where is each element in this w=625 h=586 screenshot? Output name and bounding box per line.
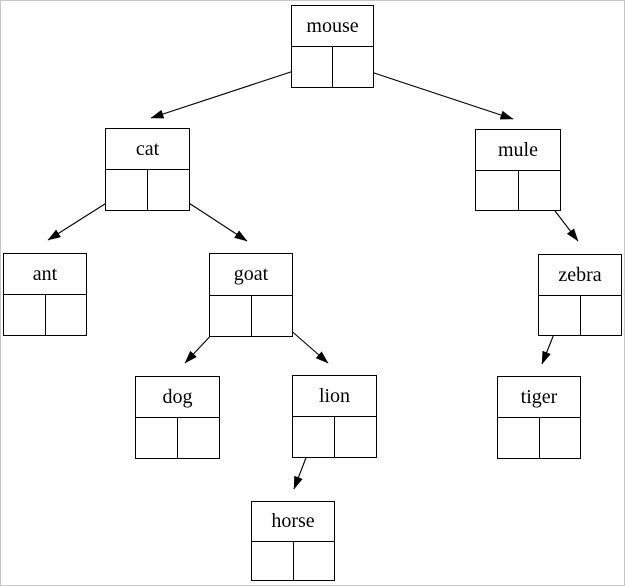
pointer-cells	[136, 418, 219, 458]
pointer-cells	[210, 295, 293, 337]
pointer-cells	[498, 418, 580, 458]
tree-node-tiger: tiger	[497, 376, 581, 459]
edge-arrow-mouse-to-mule	[352, 65, 514, 120]
left-pointer-cell	[252, 541, 294, 580]
right-pointer-cell	[333, 47, 373, 87]
right-pointer-cell	[178, 418, 219, 458]
left-pointer-cell	[476, 170, 519, 210]
node-label: zebra	[539, 255, 621, 296]
tree-node-horse: horse	[251, 501, 335, 581]
node-label: cat	[106, 129, 189, 170]
tree-node-cat: cat	[105, 128, 190, 211]
node-label: tiger	[498, 377, 580, 418]
left-pointer-cell	[4, 295, 46, 335]
right-pointer-cell	[540, 418, 581, 458]
node-label: horse	[252, 502, 334, 542]
node-label: ant	[4, 254, 86, 295]
right-pointer-cell	[335, 417, 376, 457]
tree-node-mouse: mouse	[291, 5, 374, 88]
left-pointer-cell	[292, 47, 333, 87]
right-pointer-cell	[519, 171, 561, 211]
node-label: lion	[293, 376, 376, 417]
pointer-cells	[539, 295, 622, 336]
tree-node-zebra: zebra	[538, 254, 622, 336]
right-pointer-cell	[252, 296, 293, 337]
pointer-cells	[252, 541, 335, 581]
left-pointer-cell	[136, 418, 178, 458]
pointer-cells	[106, 170, 189, 210]
right-pointer-cell	[581, 296, 622, 336]
right-pointer-cell	[294, 542, 335, 581]
node-label: mouse	[292, 6, 373, 47]
right-pointer-cell	[46, 295, 87, 335]
tree-node-goat: goat	[209, 253, 293, 337]
node-label: mule	[476, 130, 560, 171]
tree-node-lion: lion	[292, 375, 377, 458]
tree-node-mule: mule	[475, 129, 561, 211]
node-label: goat	[210, 254, 292, 296]
pointer-cells	[292, 47, 373, 87]
tree-node-ant: ant	[3, 253, 87, 336]
edge-arrow-mouse-to-cat	[150, 64, 313, 119]
left-pointer-cell	[210, 295, 252, 336]
tree-node-dog: dog	[135, 376, 220, 459]
pointer-cells	[293, 417, 376, 457]
left-pointer-cell	[539, 295, 581, 335]
left-pointer-cell	[293, 417, 335, 457]
right-pointer-cell	[148, 170, 189, 210]
pointer-cells	[4, 295, 86, 335]
pointer-cells	[476, 170, 561, 211]
left-pointer-cell	[498, 418, 540, 458]
left-pointer-cell	[106, 170, 148, 210]
node-label: dog	[136, 377, 219, 418]
